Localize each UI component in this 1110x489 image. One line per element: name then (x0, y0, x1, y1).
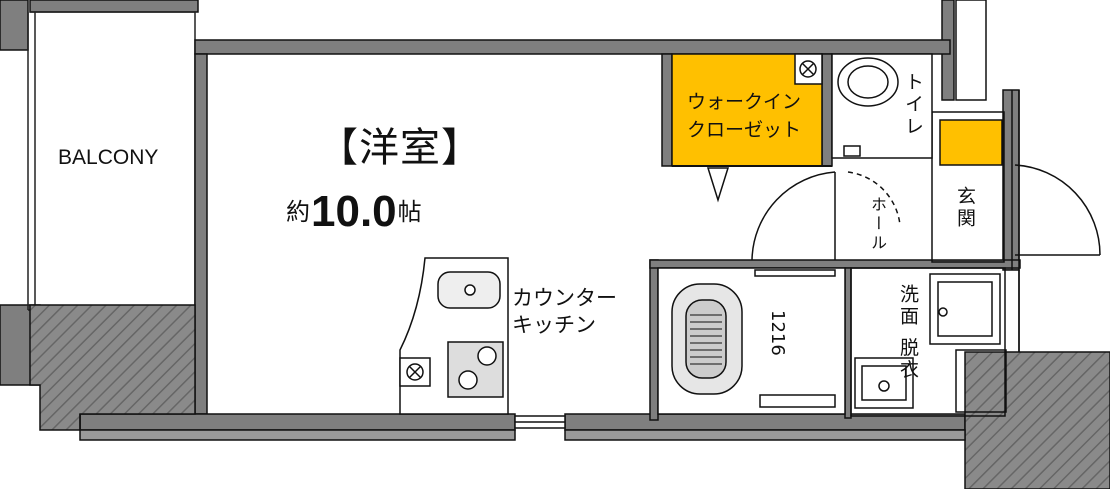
entrance-area (931, 111, 1005, 263)
walls (79, 39, 1021, 431)
washroom-fixtures (850, 267, 1007, 417)
room-size-value: 10.0 (311, 187, 397, 236)
room-size-unit: 帖 (397, 198, 422, 226)
closet-door-marker (706, 167, 730, 203)
room-size: 約10.0帖 (286, 190, 422, 234)
toilet-fixture (794, 53, 933, 159)
washroom-label: 洗面 脱衣 (897, 284, 919, 382)
balcony-label: BALCONY (58, 146, 159, 169)
kitchen-counter (399, 257, 509, 415)
bathtub (657, 267, 846, 415)
structural-columns (29, 304, 1110, 489)
kitchen-label: カウンター キッチン (512, 286, 617, 337)
room-title-western: 【洋室】 (318, 125, 482, 171)
entrance-label: 玄関 (954, 186, 976, 230)
bath-size-label: 1216 (767, 310, 788, 356)
toilet-label: トイレ (902, 72, 924, 138)
hall-label: ホール (868, 196, 887, 253)
entrance-shoe-shelf (939, 119, 1003, 166)
right-exterior (1011, 90, 1020, 352)
bottom-window (514, 415, 566, 429)
walk-in-closet-label: ウォークイン クローゼット (687, 91, 802, 141)
room-size-prefix: 約 (286, 198, 310, 226)
